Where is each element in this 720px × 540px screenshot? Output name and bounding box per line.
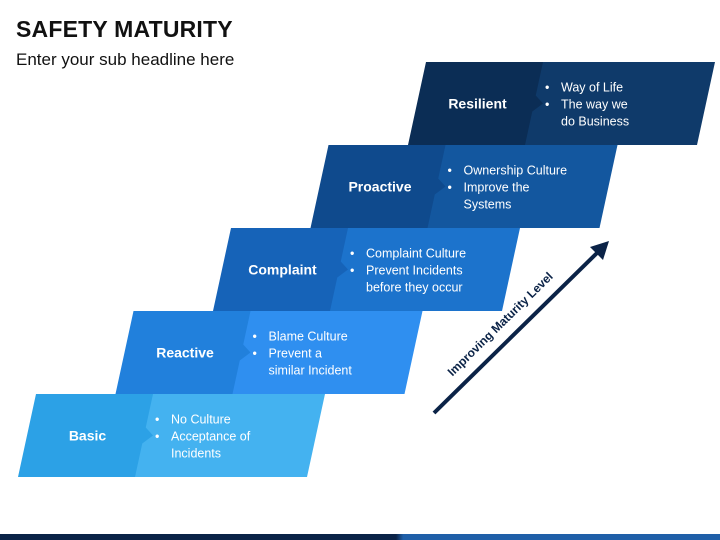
- step-description-panel: [421, 145, 618, 228]
- step-label: Reactive: [156, 345, 214, 361]
- step-bullet-text: Incidents: [171, 447, 221, 461]
- steps-layer: Basic • No Culture • Acceptance of Incidents R…: [18, 62, 715, 477]
- bullet-dot: •: [350, 247, 354, 261]
- bullet-dot: •: [448, 181, 452, 195]
- maturity-step-resilient: Resilient • Way of Life • The way we do Busin…: [408, 62, 715, 145]
- step-label-panel: [310, 145, 446, 228]
- step-bullet-text: Prevent a: [269, 347, 323, 361]
- step-bullet-text: Complaint Culture: [366, 247, 466, 261]
- step-label-panel: [213, 228, 348, 311]
- step-description-panel: [226, 311, 423, 394]
- step-bullet-text: before they occur: [366, 281, 463, 295]
- step-bullet-text: The way we: [561, 98, 628, 112]
- bullet-dot: •: [350, 264, 354, 278]
- bullet-dot: •: [253, 330, 257, 344]
- step-bullet-text: Acceptance of: [171, 430, 251, 444]
- step-bullet-text: Way of Life: [561, 81, 623, 95]
- step-bullet-text: Prevent Incidents: [366, 264, 463, 278]
- bullet-dot: •: [448, 164, 452, 178]
- step-label: Proactive: [348, 179, 411, 195]
- step-label-panel: [115, 311, 251, 394]
- page-title: SAFETY MATURITY: [16, 16, 233, 42]
- step-description-panel: [129, 394, 325, 477]
- step-description-panel: [324, 228, 520, 311]
- step-label: Complaint: [248, 262, 317, 278]
- maturity-arrow-line: [432, 250, 600, 415]
- step-bullet-text: Systems: [464, 198, 512, 212]
- bullet-dot: •: [545, 98, 549, 112]
- bullet-dot: •: [253, 347, 257, 361]
- step-label-panel: [408, 62, 543, 145]
- bullet-dot: •: [155, 430, 159, 444]
- step-bullet-text: Blame Culture: [269, 330, 348, 344]
- step-label: Resilient: [448, 96, 507, 112]
- step-label-panel: [18, 394, 153, 477]
- maturity-step-complaint: Complaint • Complaint Culture • Prevent Inci…: [213, 228, 520, 311]
- maturity-step-basic: Basic • No Culture • Acceptance of Incidents: [18, 394, 325, 477]
- bullet-dot: •: [155, 413, 159, 427]
- maturity-arrow-head: [590, 241, 609, 260]
- step-description-panel: [519, 62, 715, 145]
- page-subtitle: Enter your sub headline here: [16, 50, 235, 69]
- step-bullet-text: Ownership Culture: [464, 164, 568, 178]
- bottom-accent-bar: [0, 534, 720, 540]
- maturity-step-reactive: Reactive • Blame Culture • Prevent a similar …: [115, 311, 423, 394]
- step-bullet-text: Improve the: [464, 181, 530, 195]
- step-bullet-text: do Business: [561, 115, 629, 129]
- step-bullet-text: No Culture: [171, 413, 231, 427]
- bullet-dot: •: [545, 81, 549, 95]
- maturity-step-proactive: Proactive • Ownership Culture • Improve theS…: [310, 145, 618, 228]
- step-label: Basic: [69, 428, 107, 444]
- step-bullet-text: similar Incident: [269, 364, 353, 378]
